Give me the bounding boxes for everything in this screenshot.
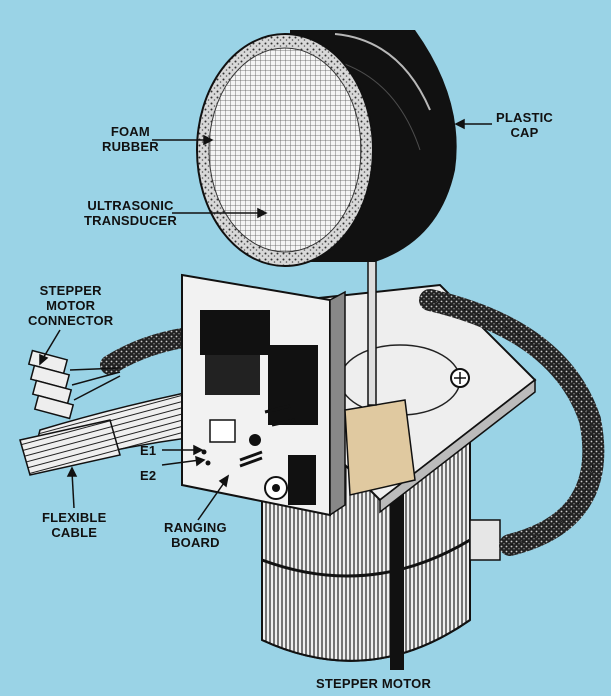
- label-ultrasonic-transducer-line1: ULTRASONIC: [87, 198, 174, 213]
- label-ranging-board-line1: RANGING: [164, 520, 227, 535]
- label-ultrasonic-transducer-line2: TRANSDUCER: [84, 213, 177, 228]
- label-flexible-cable-line1: FLEXIBLE: [42, 510, 107, 525]
- label-plastic-cap-line2: CAP: [510, 125, 539, 140]
- label-e2-text: E2: [140, 468, 157, 483]
- label-stepper-motor: STEPPER MOTOR: [316, 676, 431, 691]
- label-foam-rubber-line2: RUBBER: [102, 139, 159, 154]
- ranging-board-drawing: [181, 273, 346, 517]
- label-e1-text: E1: [140, 443, 157, 458]
- label-e2: E2: [140, 468, 156, 483]
- label-connector-line1: STEPPER: [39, 283, 102, 298]
- label-ranging-board: RANGING BOARD: [164, 520, 227, 550]
- label-ultrasonic-transducer: ULTRASONIC TRANSDUCER: [84, 198, 177, 228]
- label-flexible-cable: FLEXIBLE CABLE: [42, 510, 106, 540]
- connector-drawing: [27, 349, 121, 420]
- label-stepper-motor-connector: STEPPER MOTOR CONNECTOR: [28, 283, 113, 328]
- leader-lines: [39, 118, 492, 521]
- label-foam-rubber: FOAM RUBBER: [102, 124, 159, 154]
- label-stepper-motor-text: STEPPER MOTOR: [316, 676, 432, 691]
- transducer-cap-drawing: [196, 30, 457, 267]
- label-flexible-cable-line2: CABLE: [51, 525, 98, 540]
- label-foam-rubber-line1: FOAM: [110, 124, 150, 139]
- label-connector-line2: MOTOR: [46, 298, 96, 313]
- label-e1: E1: [140, 443, 156, 458]
- label-ranging-board-line2: BOARD: [171, 535, 220, 550]
- label-plastic-cap: PLASTIC CAP: [496, 110, 553, 140]
- label-plastic-cap-line1: PLASTIC: [496, 110, 554, 125]
- base-block-drawing: [344, 399, 416, 496]
- shaft-drawing: [367, 254, 377, 406]
- label-connector-line3: CONNECTOR: [28, 313, 114, 328]
